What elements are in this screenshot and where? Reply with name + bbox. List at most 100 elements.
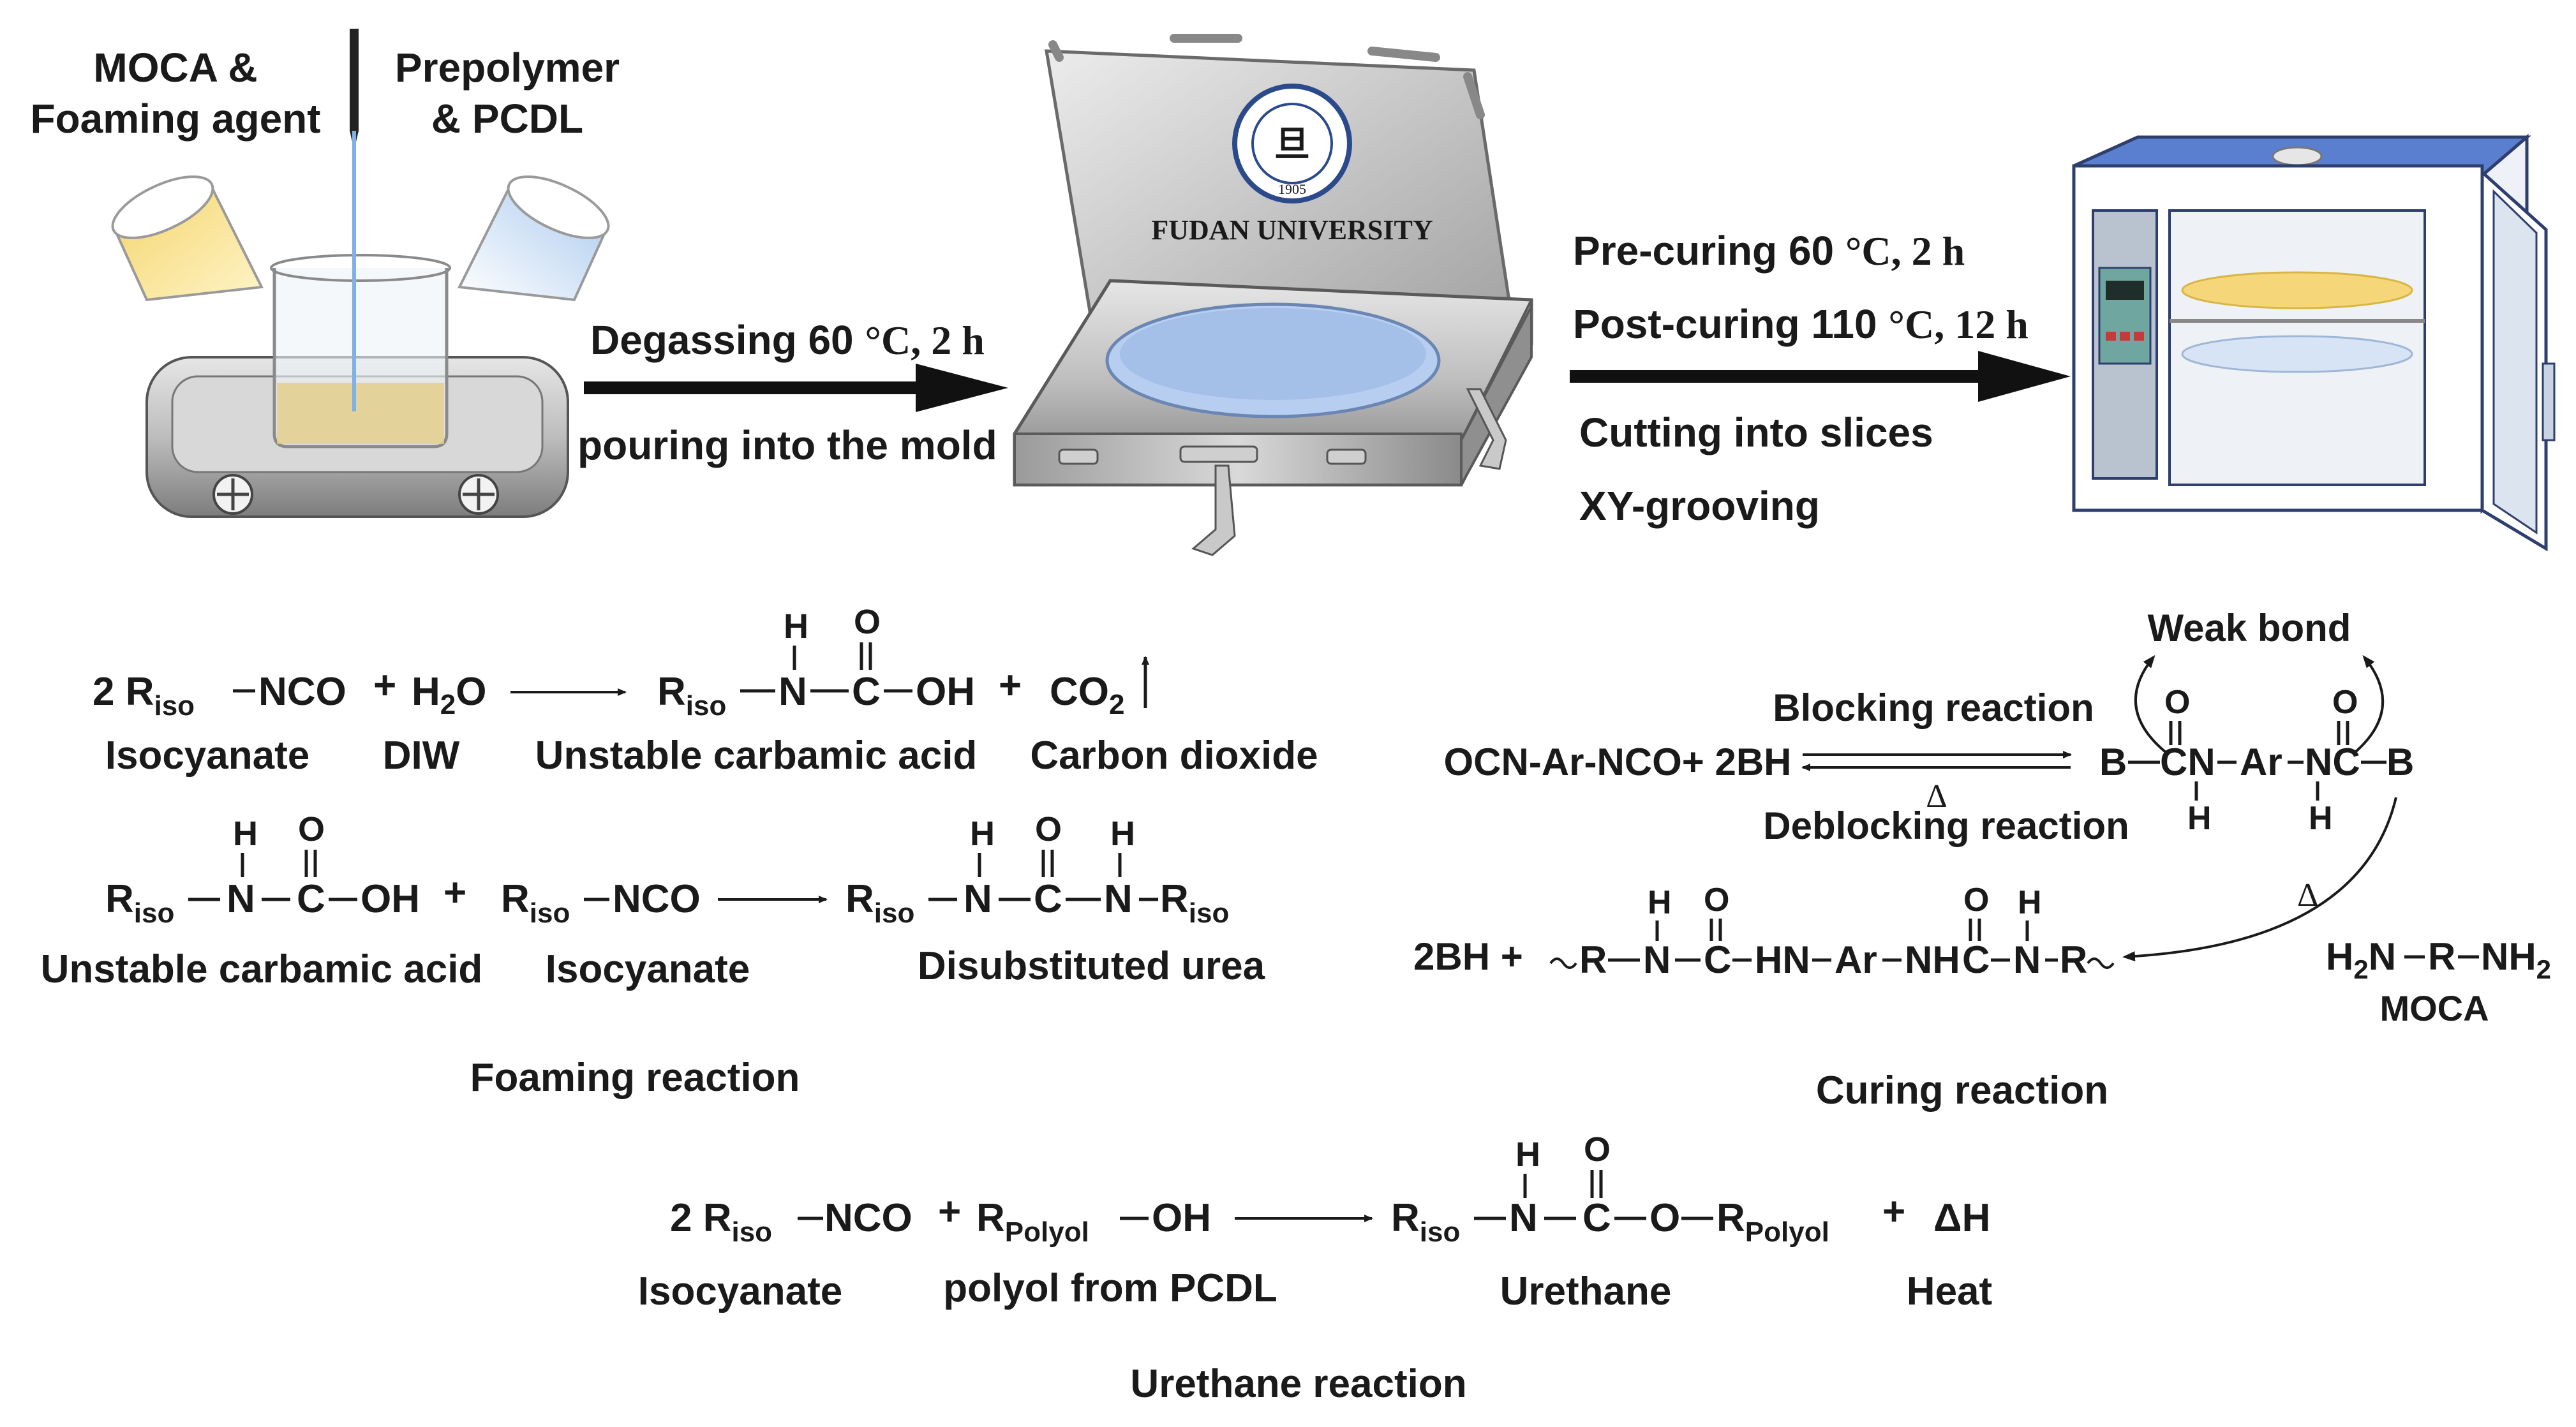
curing-delta-2: Δ [2297,877,2318,913]
knob-right-icon [458,474,499,515]
mold-illustration: 旦 1905 FUDAN UNIVERSITY [1013,34,1533,556]
step2-arrow [1570,351,2071,402]
step1-top-unit: °C, 2 h [865,318,984,363]
blocked-nc2: NC [2305,741,2360,783]
foam-r2-n1: N [227,877,255,921]
ur-dh: ΔH [1933,1196,1990,1240]
foam-r2-n2: N [964,877,992,921]
moca-label: MOCA [2379,988,2489,1028]
moca-formula: H2N [2326,935,2396,984]
foam-r1-c: C [852,670,881,714]
foam-r2-n3: N [1104,877,1133,921]
seal-year: 1905 [1278,181,1306,197]
foam-r1-product: Riso [657,670,726,721]
foam-r2-h2: H [970,815,995,853]
moca-nh2: NH2 [2481,935,2551,984]
foam-r1-label-isocyanate: Isocyanate [105,734,310,778]
urethane-title: Urethane reaction [1130,1362,1466,1406]
chain-h2: H [2018,884,2042,921]
chain-hn: HN [1755,938,1810,981]
ur-c: C [1582,1196,1611,1240]
blocked-cn1: CN [2160,741,2215,783]
foam-r2-label-urea: Disubstituted urea [918,944,1265,988]
foam-r1-isocyanate: 2 Riso [93,670,195,721]
blocked-h1: H [2187,800,2212,837]
process-row: MOCA & Foaming agent Prepolymer & PCDL D… [30,29,2556,556]
step2-line1-text: Pre-curing 60 [1573,228,1834,274]
blocked-ar: Ar [2240,741,2282,783]
ur-n: N [1509,1196,1538,1240]
curing-weak-bond: Weak bond [2148,607,2351,649]
stirrer-icon [350,29,359,411]
foam-r2-label-isocyanate: Isocyanate [546,947,750,991]
ur-oh: OH [1152,1196,1211,1240]
curing-delta-1: Δ [1926,778,1947,815]
foam-r2-urea-r2: Riso [1160,877,1229,929]
foam-r1-nco: NCO [258,670,346,714]
chain-h1: H [1648,884,1672,921]
foam-r2-iso: Riso [501,877,570,929]
foam-r2-nco: NCO [613,877,701,921]
ur-label-polyol: polyol from PCDL [943,1266,1277,1310]
chain-c2: C [1962,938,1990,981]
chain-ar: Ar [1835,938,1877,981]
foam-r2-c2: C [1034,877,1062,921]
curing-reactant: OCN-Ar-NCO+ 2BH [1443,741,1791,783]
curing-title: Curing reaction [1816,1068,2108,1113]
mold-brand: FUDAN UNIVERSITY [1151,214,1433,246]
curing-byproduct: 2BH + [1413,935,1523,978]
foam-r2-label-carbamic: Unstable carbamic acid [41,947,483,991]
chain-r1: R [1579,938,1607,981]
foam-r1-plus: + [373,663,396,707]
step1-top-label: Degassing 60 °C, 2 h [590,317,985,363]
step2-line1: Pre-curing 60 °C, 2 h [1573,228,1965,274]
step1-bottom-label: pouring into the mold [577,422,997,468]
curing-deblocking: Deblocking reaction [1763,804,2129,847]
reagents-left-line1: MOCA & [93,45,257,91]
foam-r1-h: H [784,607,808,646]
foam-r2-oh: OH [361,877,420,921]
university-seal-icon: 旦 1905 [1232,84,1352,203]
step1-arrow [584,364,1008,412]
foam-r1-water: H2O [412,670,487,720]
ur-isocyanate: 2 Riso [670,1196,772,1248]
blocked-o2: O [2332,684,2358,721]
ur-plus2: + [1882,1190,1905,1234]
foam-r2-o2: O [1035,810,1062,848]
foam-r2-plus: + [443,871,466,915]
ur-product-r: Riso [1391,1196,1460,1248]
chain-nh: NH [1905,938,1960,981]
reagents-right-line2: & PCDL [431,96,583,142]
knob-left-icon [212,474,253,515]
oven-illustration [2072,133,2556,552]
foam-r2-h1: H [233,815,258,853]
reagents-left-line2: Foaming agent [30,96,320,142]
ur-o-ester: O [1649,1196,1680,1240]
ur-label-urethane: Urethane [1500,1269,1672,1313]
step2-line2: Post-curing 110 °C, 12 h [1573,301,2029,347]
step2-line4: XY-grooving [1579,483,1820,529]
ur-nco: NCO [824,1196,912,1240]
blocked-b1: B [2099,741,2127,783]
ur-polyol: RPolyol [976,1196,1089,1248]
chain-o1: O [1704,882,1729,919]
chain-o2: O [1963,882,1989,919]
step1-top-text: Degassing 60 [590,317,854,363]
curing-reaction: Weak bond Blocking reaction OCN-Ar-NCO+ … [1413,607,2551,1113]
ur-label-heat: Heat [1907,1269,1992,1313]
ur-plus1: + [938,1190,961,1234]
step2-line3: Cutting into slices [1579,410,1933,455]
ur-label-isocyanate: Isocyanate [638,1269,843,1313]
foam-r1-label-diw: DIW [383,734,460,778]
foam-r1-co2: CO2 [1050,670,1124,720]
ur-h: H [1515,1135,1540,1174]
foam-r1-n: N [778,670,807,714]
beaker-icon [270,254,451,448]
foam-r2-c1: C [297,877,325,921]
step2-line1-unit: °C, 2 h [1845,228,1965,274]
chain-n2: N [2013,938,2041,981]
foam-r1-o: O [854,603,881,641]
step2-line2-unit: °C, 12 h [1888,302,2028,347]
foam-r2-urea-r1: Riso [845,877,914,929]
blocked-o1: O [2164,684,2190,721]
